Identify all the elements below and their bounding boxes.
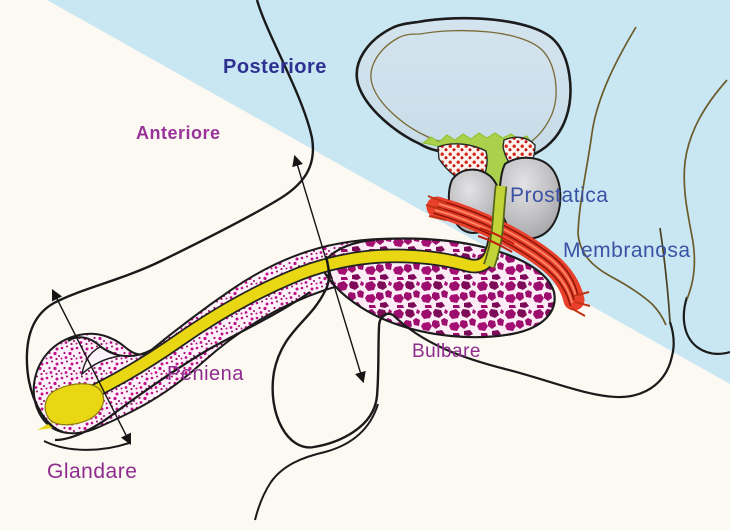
- rectum-line-right: [683, 79, 728, 300]
- buttock-line: [682, 296, 730, 355]
- label-membranosa: Membranosa: [563, 239, 691, 262]
- shaft-double-arrow: [292, 154, 366, 384]
- membranous-channel: [484, 185, 506, 268]
- label-glandare: Glandare: [47, 460, 138, 483]
- perineum-line: [392, 314, 675, 399]
- label-posteriore: Posteriore: [223, 56, 327, 78]
- abdominal-skin-line: [25, 0, 315, 434]
- rectum-line-left: [577, 26, 667, 326]
- label-bulbare: Bulbare: [412, 341, 481, 362]
- label-anteriore: Anteriore: [136, 123, 221, 143]
- label-peniena: Peniena: [167, 363, 244, 385]
- thigh-line: [254, 403, 379, 521]
- glans-double-arrow: [51, 289, 132, 445]
- urogenital-muscle: [425, 195, 591, 317]
- label-prostatica: Prostatica: [510, 184, 609, 207]
- under-tip-skin-arc: [43, 440, 130, 451]
- muscle-fibers-over-channel: [477, 227, 515, 253]
- posterior-thin-lines: [577, 26, 728, 326]
- rectum-line-mid: [659, 227, 671, 323]
